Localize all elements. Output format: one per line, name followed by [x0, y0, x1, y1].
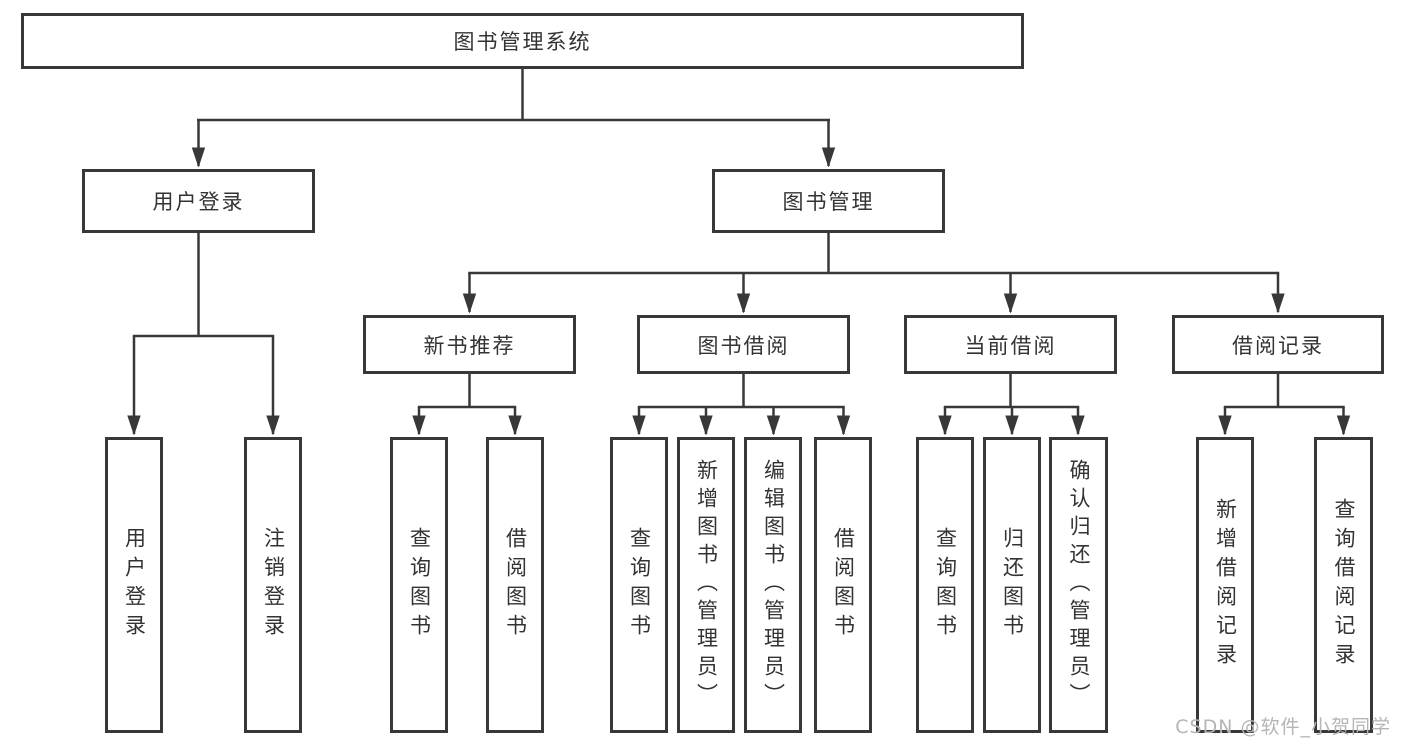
- node-borrow-records: 借阅记录: [1172, 315, 1384, 374]
- node-book-management: 图书管理: [712, 169, 945, 233]
- leaf-logout: 注销登录: [244, 437, 302, 733]
- leaf-query-borrow-record: 查询借阅记录: [1314, 437, 1373, 733]
- leaf-borrow-books-recommend: 借阅图书: [486, 437, 544, 733]
- node-current-borrowing: 当前借阅: [904, 315, 1117, 374]
- leaf-query-books-recommend: 查询图书: [390, 437, 448, 733]
- leaf-confirm-return-admin: 确认归还（管理员）: [1049, 437, 1108, 733]
- leaf-add-book-admin: 新增图书（管理员）: [677, 437, 735, 733]
- leaf-borrow-books-borrowing: 借阅图书: [814, 437, 872, 733]
- leaf-user-login: 用户登录: [105, 437, 163, 733]
- node-book-borrowing: 图书借阅: [637, 315, 850, 374]
- node-new-book-recommend: 新书推荐: [363, 315, 576, 374]
- node-library-management-system: 图书管理系统: [21, 13, 1024, 69]
- node-user-login: 用户登录: [82, 169, 315, 233]
- leaf-return-books: 归还图书: [983, 437, 1041, 733]
- leaf-add-borrow-record: 新增借阅记录: [1196, 437, 1254, 733]
- leaf-query-books-current: 查询图书: [916, 437, 974, 733]
- leaf-query-books-borrowing: 查询图书: [610, 437, 668, 733]
- leaf-edit-book-admin: 编辑图书（管理员）: [744, 437, 802, 733]
- csdn-watermark: CSDN @软件_小贺同学: [1175, 716, 1391, 738]
